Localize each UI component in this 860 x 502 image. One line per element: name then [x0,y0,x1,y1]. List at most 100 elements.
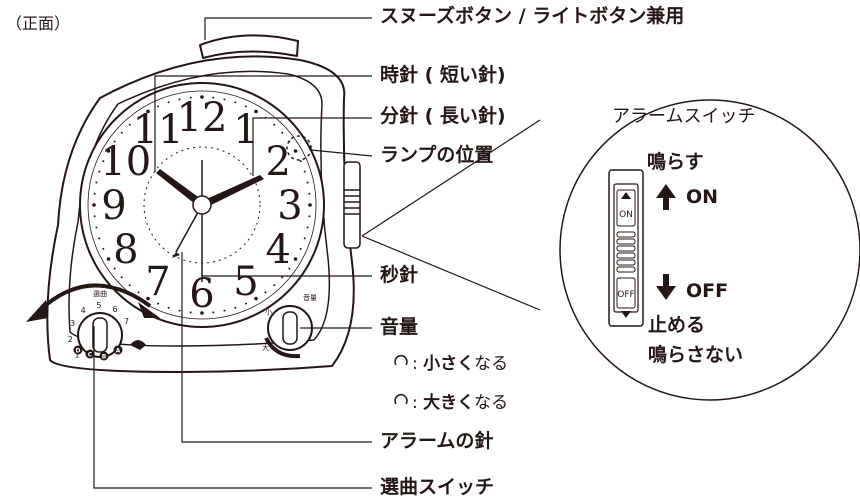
minute-tick [212,96,215,99]
minute-tick [306,226,309,229]
volume-label: 音量 [380,316,419,338]
snooze-label: スヌーズボタン / ライトボタン兼用 [380,5,685,27]
switch-off-text: OFF [617,290,634,300]
numeral-8: 8 [113,227,138,273]
minute-tick [128,284,131,287]
melody-letter-badge [73,345,83,355]
melody-letter-D: D [76,348,81,355]
melody-position-4: 4 [81,306,86,315]
minute-tick [308,203,312,207]
minute-hand [200,175,264,208]
melody-position-5: 5 [96,301,101,310]
minute-ticks [92,95,312,315]
minute-tick [95,181,98,184]
minute-tick [234,101,237,104]
lamp-indicator [286,135,312,161]
switch-ridges [616,231,636,273]
melody-letter-badge [85,349,95,359]
on-arrow-icon [656,184,676,210]
volume-dial [264,305,313,359]
volume-dial-label: 音量 [303,293,317,302]
melody-letter-badge [99,351,109,361]
volume-decrease-icon [394,355,408,366]
volume-large-mark: 大 [262,343,269,352]
minute-tick [167,306,170,309]
minute-tick [157,302,160,305]
minute-tick [189,96,192,99]
melody-dial [26,283,160,358]
switch-ridge [616,259,636,266]
minute-tick [189,311,192,314]
switch-ridge [616,231,636,238]
minute-tick [273,284,276,287]
numeral-9: 9 [101,183,126,229]
numeral-1: 1 [233,107,258,153]
minute-tick [303,237,306,240]
numeral-11: 11 [133,107,184,153]
minute-tick [281,131,284,134]
minute-tick [293,257,298,261]
minute-tick [102,160,105,163]
minute-tick [293,149,298,153]
melody-letter-B: B [102,354,107,361]
minute-tick [137,116,140,119]
melody-position-7: 7 [124,317,129,326]
minute-tick [98,237,101,240]
minute-tick [106,257,111,261]
ring-label: 鳴らす [647,151,704,173]
clock-case [46,55,355,373]
minute-tick [223,98,226,101]
switch-ridge [616,266,636,273]
minute-tick [254,296,258,301]
minute-tick [264,291,267,294]
minute-tick [93,192,96,195]
lamp-label: ランプの位置 [380,144,494,166]
numeral-10: 10 [100,139,151,185]
minute-tick [146,109,150,114]
minute-tick [244,105,247,108]
numeral-3: 3 [277,183,302,229]
alarm-switch-title: アラームスイッチ [612,106,756,127]
minute-tick [212,311,215,314]
minute-tick [167,101,170,104]
melody-letter-C: C [88,352,93,359]
minute-tick [200,311,204,315]
minute-tick [102,247,105,250]
melody-switch-label: 選曲スイッチ [380,476,495,498]
melody-position-6: 6 [112,305,117,314]
minute-tick [93,215,96,218]
snooze-button [199,34,299,59]
view-label: （正面） [6,14,71,33]
minute-tick [95,226,98,229]
minute-tick [92,203,96,207]
minute-tick [200,95,204,99]
minute-tick [244,302,247,305]
no-ring-label: 鳴らさない [648,344,744,366]
volume-increase-icon [394,394,408,405]
minute-tick [299,160,302,163]
second-hand-label: 秒針 [380,264,419,286]
stop-label: 止める [648,314,706,336]
melody-dial-title: 選曲 [93,289,107,298]
numeral-2: 2 [265,139,290,185]
minute-tick [157,105,160,108]
minute-tick [137,291,140,294]
minute-hand-label: 分針 ( 長い針) [380,105,506,127]
alarm-switch-side [343,161,361,249]
volume-small-mark: 小 [265,307,272,316]
minute-tick [281,276,284,279]
on-label: ON [686,186,719,208]
minute-tick [178,98,181,101]
switch-ridge [616,245,636,252]
minute-tick [308,215,311,218]
minute-tick [113,267,116,270]
numeral-5: 5 [233,259,258,305]
off-label: OFF [686,280,729,302]
off-arrow-icon [656,274,676,300]
numeral-12: 12 [177,95,228,141]
minute-tick [303,170,306,173]
